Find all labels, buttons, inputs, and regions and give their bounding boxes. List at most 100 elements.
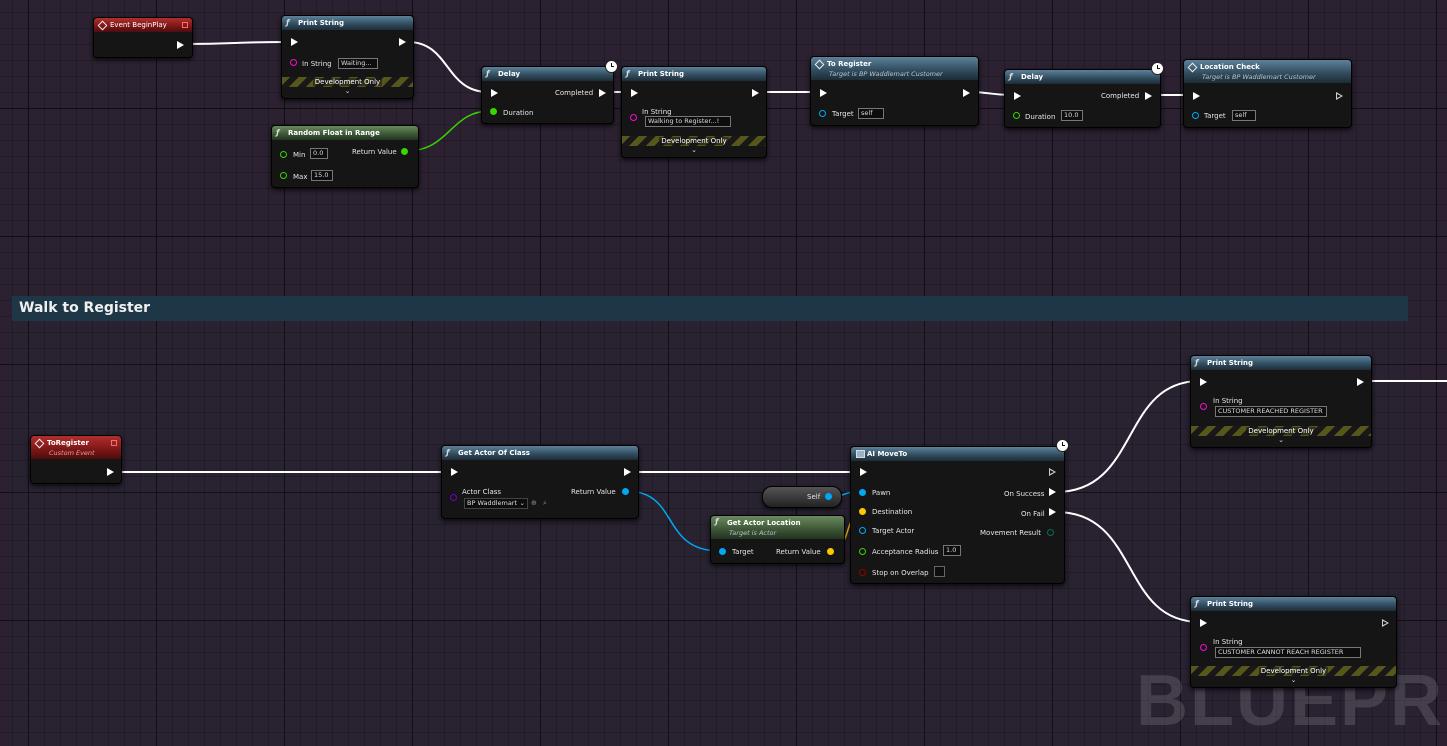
object-pin[interactable] — [859, 527, 866, 534]
exec-out-pin[interactable] — [963, 89, 970, 97]
vector-pin[interactable] — [859, 508, 866, 515]
exec-out-pin[interactable] — [107, 468, 114, 476]
duration-label: Duration — [1025, 113, 1056, 121]
object-out-pin[interactable] — [622, 488, 629, 495]
object-pin[interactable] — [819, 110, 826, 117]
object-pin[interactable] — [859, 489, 866, 496]
string-pin[interactable] — [630, 114, 637, 121]
stop-on-overlap-checkbox[interactable] — [934, 566, 945, 577]
exec-in-pin[interactable] — [860, 468, 867, 476]
exec-in-pin[interactable] — [451, 468, 458, 476]
min-field[interactable]: 0.0 — [310, 148, 328, 159]
print-string-fail-node[interactable]: ƒ Print String In String CUSTOMER CANNOT… — [1190, 596, 1397, 688]
print-string-node[interactable]: ƒ Print String In String Waiting... Deve… — [281, 15, 414, 99]
print-string-success-node[interactable]: ƒ Print String In String CUSTOMER REACHE… — [1190, 355, 1372, 448]
exec-in-pin[interactable] — [820, 89, 827, 97]
exec-in-pin[interactable] — [1014, 92, 1021, 100]
event-beginplay-node[interactable]: Event BeginPlay — [93, 17, 193, 58]
print-string-node[interactable]: ƒ Print String In String Walking to Regi… — [621, 66, 767, 158]
development-only-bar: Development Only — [1191, 666, 1396, 676]
exec-out-pin[interactable] — [399, 38, 406, 46]
exec-out-pin[interactable] — [752, 89, 759, 97]
exec-out-pin[interactable] — [599, 89, 606, 97]
object-out-pin[interactable] — [825, 493, 832, 500]
to-register-node[interactable]: To Register Target is BP Waddlemart Cust… — [810, 56, 979, 126]
return-value-label: Return Value — [352, 148, 397, 156]
node-title: Print String — [638, 70, 684, 78]
float-pin[interactable] — [280, 151, 287, 158]
get-actor-of-class-node[interactable]: ƒ Get Actor Of Class Actor Class BP Wadd… — [441, 445, 639, 519]
ai-node-icon — [856, 450, 865, 458]
exec-in-pin[interactable] — [1200, 378, 1207, 386]
exec-in-pin[interactable] — [291, 38, 298, 46]
random-float-node[interactable]: ƒ Random Float in Range Min 0.0 Max 15.0… — [271, 125, 419, 188]
acceptance-radius-field[interactable]: 1.0 — [943, 545, 961, 556]
in-string-label: In String — [1213, 397, 1243, 405]
object-pin[interactable] — [719, 548, 726, 555]
in-string-field[interactable]: CUSTOMER CANNOT REACH REGISTER — [1215, 647, 1361, 658]
function-icon: ƒ — [486, 69, 490, 78]
node-title: Print String — [1207, 359, 1253, 367]
dev-only-label: Development Only — [659, 137, 729, 145]
exec-out-pin[interactable] — [1357, 378, 1364, 386]
on-fail-exec-pin[interactable] — [1049, 508, 1056, 516]
expand-chevron-icon[interactable]: ⌄ — [1278, 436, 1284, 444]
string-pin[interactable] — [290, 59, 297, 66]
in-string-label: In String — [1213, 638, 1243, 646]
ai-moveto-node[interactable]: AI MoveTo Pawn Destination Target Actor … — [850, 446, 1065, 584]
comment-header[interactable]: Walk to Register — [12, 296, 1408, 321]
max-field[interactable]: 15.0 — [311, 170, 333, 181]
exec-in-pin[interactable] — [1200, 619, 1207, 627]
delay-node[interactable]: ƒ Delay Completed Duration — [481, 66, 614, 124]
in-string-field[interactable]: Waiting... — [338, 58, 378, 69]
delay-node[interactable]: ƒ Delay Completed Duration 10.0 — [1004, 69, 1161, 128]
self-node[interactable]: Self — [762, 486, 842, 508]
exec-out-pin[interactable] — [624, 468, 631, 476]
exec-in-pin[interactable] — [1193, 92, 1200, 100]
use-selected-icon[interactable]: ⊕ — [531, 499, 537, 507]
expand-chevron-icon[interactable]: ⌄ — [344, 87, 351, 95]
location-check-node[interactable]: Location Check Target is BP Waddlemart C… — [1183, 59, 1352, 128]
return-value-label: Return Value — [571, 488, 616, 496]
exec-in-pin[interactable] — [631, 89, 638, 97]
comment-title: Walk to Register — [19, 300, 151, 316]
node-header: ƒ Random Float in Range — [272, 126, 418, 140]
exec-out-pin[interactable] — [1049, 468, 1056, 476]
get-actor-location-node[interactable]: ƒ Get Actor Location Target is Actor Tar… — [710, 515, 845, 564]
exec-wire — [407, 41, 489, 93]
self-label: Self — [807, 493, 821, 501]
exec-out-pin[interactable] — [1382, 619, 1389, 627]
exec-out-pin[interactable] — [1336, 92, 1343, 100]
exec-out-pin[interactable] — [1145, 92, 1152, 100]
custom-event-node[interactable]: ToRegister Custom Event — [30, 435, 122, 484]
expand-chevron-icon[interactable]: ⌄ — [1290, 676, 1297, 684]
browse-search-icon[interactable]: ⌕ — [543, 499, 547, 507]
float-pin[interactable] — [859, 548, 866, 555]
completed-label: Completed — [555, 89, 594, 97]
in-string-field[interactable]: CUSTOMER REACHED REGISTER — [1215, 406, 1327, 417]
on-success-exec-pin[interactable] — [1049, 488, 1056, 496]
float-pin[interactable] — [280, 172, 287, 179]
duration-field[interactable]: 10.0 — [1061, 110, 1083, 121]
object-pin[interactable] — [1192, 112, 1199, 119]
vector-out-pin[interactable] — [827, 548, 834, 555]
float-out-pin[interactable] — [401, 148, 408, 155]
actor-class-value: BP Waddlemart — [467, 499, 518, 507]
string-pin[interactable] — [1200, 644, 1207, 651]
in-string-field[interactable]: Walking to Register...! — [645, 116, 731, 127]
target-field[interactable]: self — [858, 108, 884, 119]
class-pin[interactable] — [450, 494, 457, 501]
dev-only-label: Development Only — [1258, 667, 1329, 675]
exec-in-pin[interactable] — [491, 89, 498, 97]
expand-chevron-icon[interactable]: ⌄ — [691, 146, 697, 154]
string-pin[interactable] — [1200, 403, 1207, 410]
exec-out-pin[interactable] — [177, 41, 184, 49]
float-pin[interactable] — [1013, 112, 1020, 119]
actor-class-dropdown[interactable]: BP Waddlemart ⌄ — [464, 498, 528, 509]
duration-label: Duration — [503, 109, 534, 117]
bool-pin[interactable] — [859, 569, 866, 576]
return-value-label: Return Value — [776, 548, 821, 556]
float-pin[interactable] — [490, 108, 497, 115]
target-field[interactable]: self — [1232, 110, 1256, 121]
enum-pin[interactable] — [1047, 529, 1054, 536]
